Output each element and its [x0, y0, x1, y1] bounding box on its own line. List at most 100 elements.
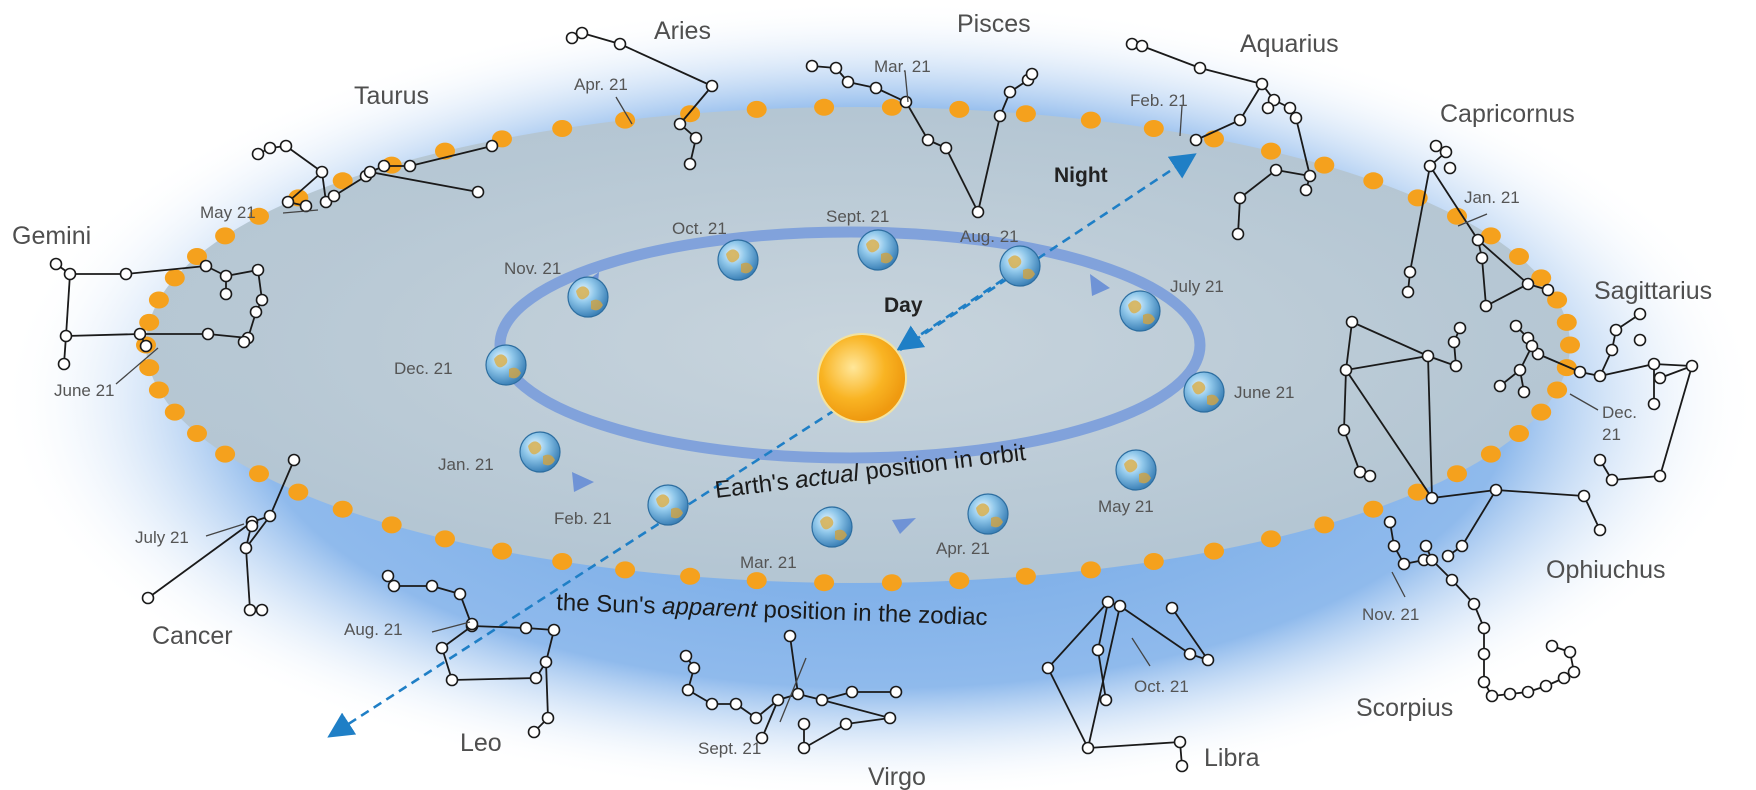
star-icon: [1173, 735, 1187, 749]
constellation-line: [1409, 165, 1431, 273]
star-icon: [1647, 397, 1661, 411]
star-icon: [1605, 473, 1619, 487]
orbit-date-jan: Jan. 21: [438, 455, 494, 474]
star-icon: [1429, 139, 1443, 153]
zodiac-dot: [746, 100, 767, 118]
star-icon: [1175, 759, 1189, 773]
star-icon: [705, 697, 719, 711]
constellation-label-scorpius: Scorpius: [1356, 694, 1453, 722]
star-icon: [1633, 307, 1647, 321]
zodiac-dot: [1363, 172, 1384, 190]
star-icon: [287, 453, 301, 467]
constellation-line: [803, 723, 847, 749]
constellation-stars-scorpius: [1383, 515, 1581, 703]
orbit-date-feb: Feb. 21: [554, 509, 612, 528]
star-icon: [1099, 693, 1113, 707]
star-icon: [1269, 163, 1283, 177]
earth-icon: [967, 493, 1009, 535]
star-icon: [425, 579, 439, 593]
star-icon: [889, 685, 903, 699]
star-icon: [1397, 557, 1411, 571]
star-icon: [529, 671, 543, 685]
constellation-line: [1195, 119, 1241, 141]
constellation-stars-aries: [565, 26, 719, 171]
zodiac-date-dec-day: 21: [1602, 425, 1621, 444]
orbit-date-july: July 21: [1170, 277, 1224, 296]
star-icon: [1605, 343, 1619, 357]
constellation-label-aquarius: Aquarius: [1240, 30, 1339, 58]
star-icon: [845, 685, 859, 699]
constellation-stars-capricornus: [1401, 139, 1555, 313]
zodiac-dot: [1204, 542, 1224, 560]
earth-icon: [857, 229, 899, 271]
star-icon: [673, 117, 687, 131]
zodiac-dot: [680, 567, 701, 585]
constellation-line: [1345, 355, 1429, 371]
constellation-stars-taurus: [251, 139, 499, 213]
earth-icon: [1119, 290, 1161, 332]
zodiac-dot: [1261, 142, 1281, 160]
star-icon: [1387, 539, 1401, 553]
zodiac-dot: [148, 291, 169, 309]
star-icon: [1513, 363, 1527, 377]
star-icon: [527, 725, 541, 739]
star-icon: [1299, 183, 1313, 197]
constellation-line: [369, 171, 479, 193]
star-icon: [1521, 685, 1535, 699]
star-icon: [1303, 169, 1317, 183]
zodiac-date-apr: Apr. 21: [574, 75, 628, 94]
zodiac-dot: [615, 111, 636, 129]
constellation-label-aries: Aries: [654, 17, 711, 45]
zodiac-dot: [1480, 227, 1501, 245]
constellation-line: [545, 661, 549, 719]
constellation-line: [845, 717, 891, 725]
star-icon: [519, 621, 533, 635]
constellation-line: [1239, 169, 1277, 199]
star-icon: [1577, 489, 1591, 503]
star-icon: [815, 693, 829, 707]
zodiac-dot: [1015, 105, 1036, 123]
zodiac-date-jan: Jan. 21: [1464, 188, 1520, 207]
star-icon: [251, 147, 265, 161]
constellation-line: [1047, 601, 1109, 669]
zodiac-dot: [139, 359, 160, 377]
day-label: Day: [884, 294, 923, 317]
earth-icon: [999, 245, 1041, 287]
zodiac-caption-em: apparent: [662, 593, 759, 623]
star-icon: [1125, 37, 1139, 51]
constellation-line: [1429, 165, 1479, 241]
star-icon: [1261, 101, 1275, 115]
star-icon: [1135, 39, 1149, 53]
star-icon: [201, 327, 215, 341]
star-icon: [841, 75, 855, 89]
star-icon: [239, 541, 253, 555]
zodiac-dot: [881, 574, 902, 592]
star-icon: [1233, 113, 1247, 127]
star-icon: [465, 617, 479, 631]
constellation-line: [471, 625, 527, 629]
constellation-stars-virgo: [679, 629, 903, 755]
constellation-line: [619, 43, 713, 87]
star-icon: [1419, 539, 1433, 553]
star-icon: [1545, 639, 1559, 653]
zodiac-dot: [552, 553, 573, 570]
star-icon: [219, 287, 233, 301]
star-icon: [1337, 423, 1351, 437]
constellation-line: [1427, 355, 1433, 499]
constellation-line: [905, 101, 929, 141]
star-icon: [939, 141, 953, 155]
star-icon: [1493, 379, 1507, 393]
star-icon: [445, 673, 459, 687]
constellation-line: [1659, 365, 1693, 477]
orbit-date-dec: Dec. 21: [394, 359, 453, 378]
star-icon: [1653, 371, 1667, 385]
star-icon: [1517, 385, 1531, 399]
star-icon: [899, 95, 913, 109]
star-icon: [141, 591, 155, 605]
star-icon: [565, 31, 579, 45]
orbit-date-sept: Sept. 21: [826, 207, 889, 226]
constellation-label-gemini: Gemini: [12, 222, 91, 250]
star-icon: [237, 335, 251, 349]
star-icon: [1233, 191, 1247, 205]
